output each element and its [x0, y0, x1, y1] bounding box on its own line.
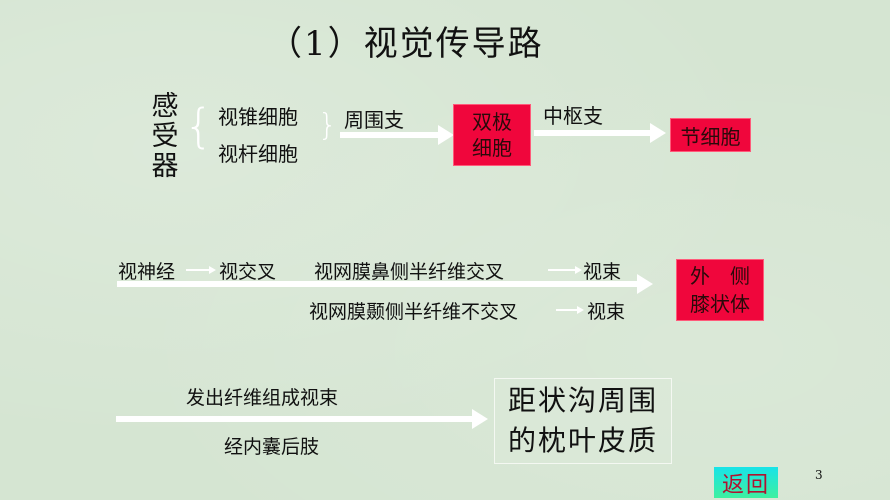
right-brace-icon: } [318, 108, 338, 143]
central-branch-label: 中枢支 [543, 104, 603, 128]
page-number: 3 [815, 468, 823, 482]
nasal-half-label: 视网膜鼻侧半纤维交叉 [314, 261, 505, 283]
optic-tract-1: 视束 [583, 261, 622, 283]
thin-arrow-icon [556, 306, 584, 314]
cone-cells: 视锥细胞 [218, 105, 298, 129]
bipolar-line2: 细胞 [472, 136, 512, 160]
chiasm-label: 视交叉 [219, 261, 277, 283]
thin-arrow-icon [186, 266, 216, 274]
arrow-icon [534, 123, 666, 143]
arrow-icon [340, 125, 454, 145]
optic-tract-2: 视束 [587, 301, 626, 323]
internal-capsule-label: 经内囊后肢 [224, 436, 320, 458]
lgn-line2: 膝状体 [690, 292, 750, 316]
lgn-box: 外 侧 膝状体 [676, 259, 764, 321]
optic-nerve-label: 视神经 [118, 261, 176, 283]
receptor-label: 感受器 [151, 91, 179, 182]
visual-cortex-box: 距状沟周围 的枕叶皮质 [494, 378, 672, 464]
rod-cells: 视杆细胞 [218, 142, 298, 166]
bipolar-line1: 双极 [472, 110, 512, 134]
long-arrow-icon [117, 274, 653, 294]
cortex-line1: 距状沟周围 [507, 384, 658, 417]
thin-arrow-icon [548, 266, 582, 274]
cortex-line2: 的枕叶皮质 [507, 424, 658, 457]
lgn-line1: 外 侧 [690, 264, 750, 288]
fiber-label: 发出纤维组成视束 [186, 387, 339, 409]
arrow-icon [116, 409, 488, 429]
peripheral-branch-label: 周围支 [344, 108, 404, 132]
slide-title: （1）视觉传导路 [268, 24, 544, 64]
temporal-half-label: 视网膜颞侧半纤维不交叉 [309, 301, 519, 323]
back-button[interactable]: 返回 [714, 467, 778, 498]
ganglion-cell-box: 节细胞 [670, 118, 751, 152]
left-brace-icon: { [184, 99, 214, 153]
ganglion-label: 节细胞 [680, 124, 741, 149]
bipolar-cell-box: 双极 细胞 [453, 104, 531, 166]
